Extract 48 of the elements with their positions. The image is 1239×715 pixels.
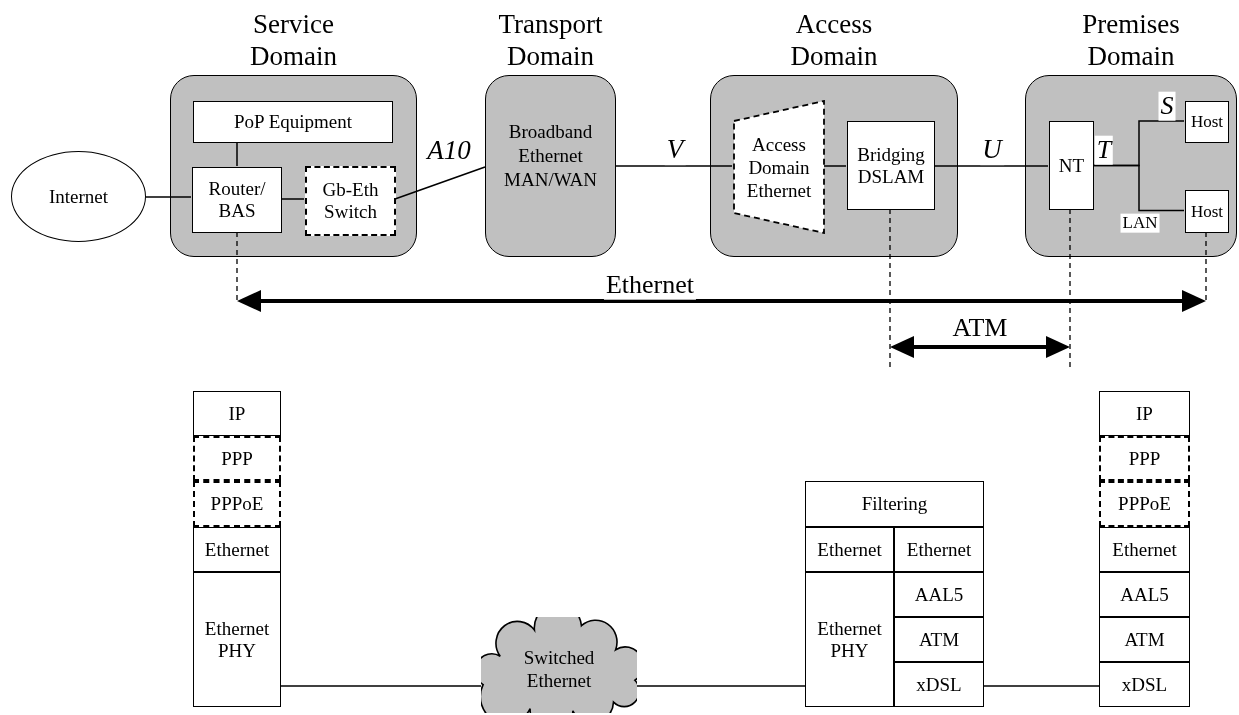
connector-line [280, 198, 305, 200]
text-label: LAN [1120, 213, 1160, 233]
protocol-layer: PPPoE [1099, 481, 1190, 527]
protocol-layer: xDSL [1099, 662, 1190, 707]
connector-line [394, 166, 486, 200]
protocol-layer: Ethernet PHY [193, 572, 281, 707]
device-box: Router/ BAS [192, 167, 282, 233]
domain-title: Access Domain [789, 8, 879, 72]
domain-title: Transport Domain [497, 8, 604, 72]
connector-line [933, 165, 1049, 167]
network-cloud: Switched Ethernet [481, 617, 637, 713]
protocol-layer: Ethernet PHY [805, 572, 894, 707]
protocol-layer: xDSL [894, 662, 984, 707]
protocol-layer: Ethernet [894, 527, 984, 572]
protocol-layer: AAL5 [1099, 572, 1190, 617]
domain-title: Premises Domain [1081, 8, 1181, 72]
connector-line [280, 685, 482, 687]
protocol-layer: IP [193, 391, 281, 436]
domain-description: Broadband Ethernet MAN/WAN [503, 120, 598, 192]
protocol-layer: ATM [894, 617, 984, 662]
protocol-layer: PPP [1099, 436, 1190, 481]
connector-line [983, 685, 1100, 687]
reference-point-label: T [1094, 135, 1114, 165]
network-ellipse: Internet [11, 151, 146, 242]
protocol-layer: AAL5 [894, 572, 984, 617]
protocol-layer: IP [1099, 391, 1190, 436]
connector-line [636, 685, 806, 687]
protocol-layer: PPP [193, 436, 281, 481]
connector-line [145, 196, 192, 198]
host-box: Host [1185, 101, 1229, 143]
connector-line [1092, 164, 1185, 212]
protocol-layer: Ethernet [193, 527, 281, 572]
connector-line [236, 141, 238, 167]
protocol-layer: Filtering [805, 481, 984, 527]
protocol-layer: PPPoE [193, 481, 281, 527]
domain-title: Service Domain [249, 8, 338, 72]
device-box: Bridging DSLAM [847, 121, 935, 210]
device-box: NT [1049, 121, 1094, 210]
host-box: Host [1185, 190, 1229, 233]
protocol-layer: Ethernet [805, 527, 894, 572]
connector-line [615, 165, 733, 167]
protocol-layer: Ethernet [1099, 527, 1190, 572]
device-box: Gb-Eth Switch [305, 166, 396, 236]
device-box: PoP Equipment [193, 101, 393, 143]
protocol-layer: ATM [1099, 617, 1190, 662]
connector-line [823, 165, 847, 167]
trapezoid-node: Access Domain Ethernet [733, 100, 825, 234]
reference-point-label: S [1158, 91, 1176, 121]
